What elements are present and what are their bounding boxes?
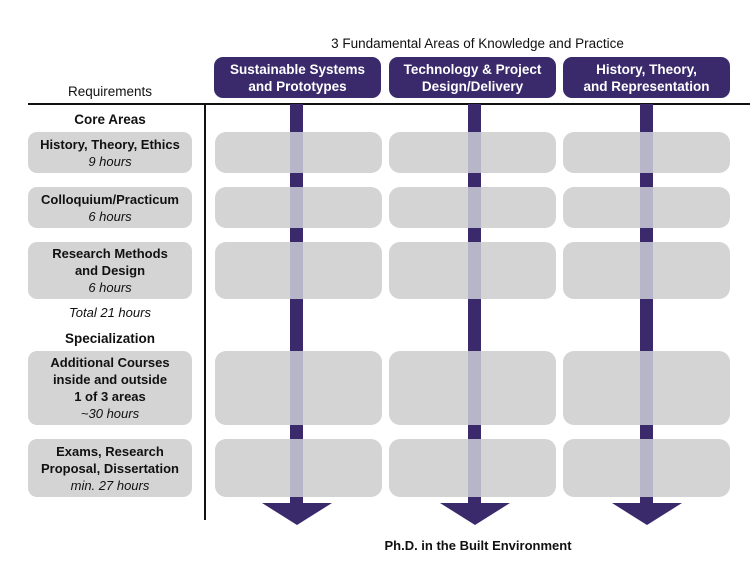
arrow-shaft-overlay <box>468 351 481 425</box>
header-divider <box>28 103 750 105</box>
area-header-technology: Technology & Project Design/Delivery <box>389 57 556 98</box>
requirement-title: Research Methods and Design <box>52 246 168 278</box>
requirement-title: Exams, Research Proposal, Dissertation <box>41 443 179 476</box>
arrow-shaft-overlay <box>290 132 303 173</box>
requirement-title: Additional Courses inside and outside 1 … <box>50 355 170 404</box>
requirements-heading: Requirements <box>67 84 153 99</box>
requirement-hours: 6 hours <box>88 208 132 224</box>
arrow-shaft-overlay <box>468 132 481 173</box>
arrow-shaft-overlay <box>468 242 481 299</box>
requirement-title: Colloquium/Practicum <box>41 191 179 207</box>
arrow-shaft-overlay <box>640 351 653 425</box>
diagram-title: 3 Fundamental Areas of Knowledge and Pra… <box>331 36 624 51</box>
arrow-shaft-overlay <box>290 439 303 497</box>
arrow-shaft-overlay <box>640 132 653 173</box>
arrow-shaft-overlay <box>468 187 481 228</box>
arrow-shaft-overlay <box>290 242 303 299</box>
area-header-sustainable: Sustainable Systems and Prototypes <box>214 57 381 98</box>
arrowhead-1 <box>262 503 332 525</box>
requirement-box: History, Theory, Ethics 9 hours <box>28 132 192 173</box>
arrow-shaft-overlay <box>290 351 303 425</box>
requirement-box: Additional Courses inside and outside 1 … <box>28 351 192 425</box>
arrowhead-3 <box>612 503 682 525</box>
arrow-shaft-overlay <box>640 439 653 497</box>
requirement-box: Exams, Research Proposal, Dissertation m… <box>28 439 192 497</box>
requirement-hours: min. 27 hours <box>70 477 150 493</box>
area-label: Technology & Project Design/Delivery <box>403 61 542 94</box>
section-specialization: Specialization <box>64 331 156 346</box>
requirement-hours: 6 hours <box>88 280 132 295</box>
requirement-box: Research Methods and Design 6 hours <box>28 242 192 299</box>
area-label: History, Theory, and Representation <box>583 61 710 94</box>
arrowhead-2 <box>440 503 510 525</box>
requirement-title: History, Theory, Ethics <box>40 136 180 152</box>
area-header-history: History, Theory, and Representation <box>563 57 730 98</box>
requirement-hours: ~30 hours <box>80 406 140 421</box>
arrow-shaft-overlay <box>640 187 653 228</box>
total-hours: Total 21 hours <box>69 305 151 320</box>
requirement-hours: 9 hours <box>88 153 132 169</box>
section-core-areas: Core Areas <box>74 112 146 127</box>
area-label: Sustainable Systems and Prototypes <box>229 61 366 94</box>
arrow-shaft-overlay <box>468 439 481 497</box>
arrow-shaft-overlay <box>290 187 303 228</box>
arrow-shaft-overlay <box>640 242 653 299</box>
requirement-box: Colloquium/Practicum 6 hours <box>28 187 192 228</box>
column-divider <box>204 104 206 520</box>
outcome-label: Ph.D. in the Built Environment <box>384 538 572 553</box>
